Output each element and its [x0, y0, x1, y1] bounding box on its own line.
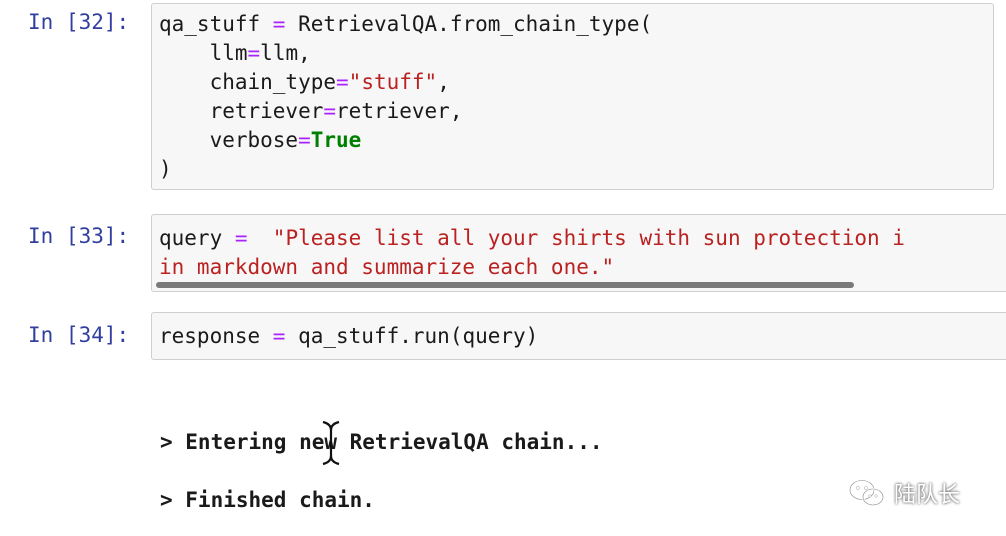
code-token: retriever — [159, 99, 324, 123]
code-block: query = "Please list all your shirts wit… — [159, 224, 905, 282]
code-operator: = — [298, 128, 311, 152]
output-line-entering: > Entering new RetrievalQA chain... — [160, 430, 603, 454]
cell-prompt: In [33]: — [28, 224, 130, 248]
wechat-icon — [848, 479, 885, 507]
code-keyword: True — [310, 128, 362, 152]
output-line-finished: > Finished chain. — [160, 488, 375, 512]
code-input-area[interactable]: qa_stuff = RetrievalQA.from_chain_type( … — [151, 3, 994, 190]
code-operator: = — [234, 226, 248, 250]
code-input-area[interactable]: query = "Please list all your shirts wit… — [151, 214, 1006, 292]
code-operator: = — [323, 99, 337, 123]
code-string: in markdown and summarize each one." — [159, 255, 615, 279]
code-token: llm, — [260, 41, 311, 65]
code-token: retriever, — [336, 99, 463, 123]
horizontal-scrollbar[interactable] — [156, 282, 854, 288]
code-token: response — [159, 324, 273, 348]
watermark-text: 陆队长 — [894, 483, 961, 508]
code-input-area[interactable]: response = qa_stuff.run(query) — [151, 312, 1006, 360]
code-token: query — [159, 226, 235, 250]
code-token: verbose — [159, 128, 299, 152]
code-token: llm — [159, 41, 248, 65]
code-operator: = — [272, 12, 286, 36]
code-token: qa_stuff — [159, 12, 273, 36]
code-string: "Please list all your shirts with sun pr… — [247, 226, 905, 250]
code-token: , — [437, 70, 450, 94]
code-operator: = — [247, 41, 261, 65]
cell-prompt: In [34]: — [28, 323, 130, 347]
code-token: qa_stuff.run(query) — [285, 324, 539, 348]
code-string: "stuff" — [348, 70, 438, 94]
code-operator: = — [272, 324, 286, 348]
cell-prompt: In [32]: — [28, 10, 130, 34]
code-block: qa_stuff = RetrievalQA.from_chain_type( … — [159, 10, 652, 184]
code-token: ) — [159, 157, 172, 181]
code-token: RetrievalQA.from_chain_type( — [285, 12, 653, 36]
code-operator: = — [336, 70, 349, 94]
watermark: 陆队长 — [848, 477, 960, 509]
code-block: response = qa_stuff.run(query) — [159, 322, 538, 351]
text-cursor-icon — [322, 420, 340, 466]
code-token: chain_type — [159, 70, 337, 94]
